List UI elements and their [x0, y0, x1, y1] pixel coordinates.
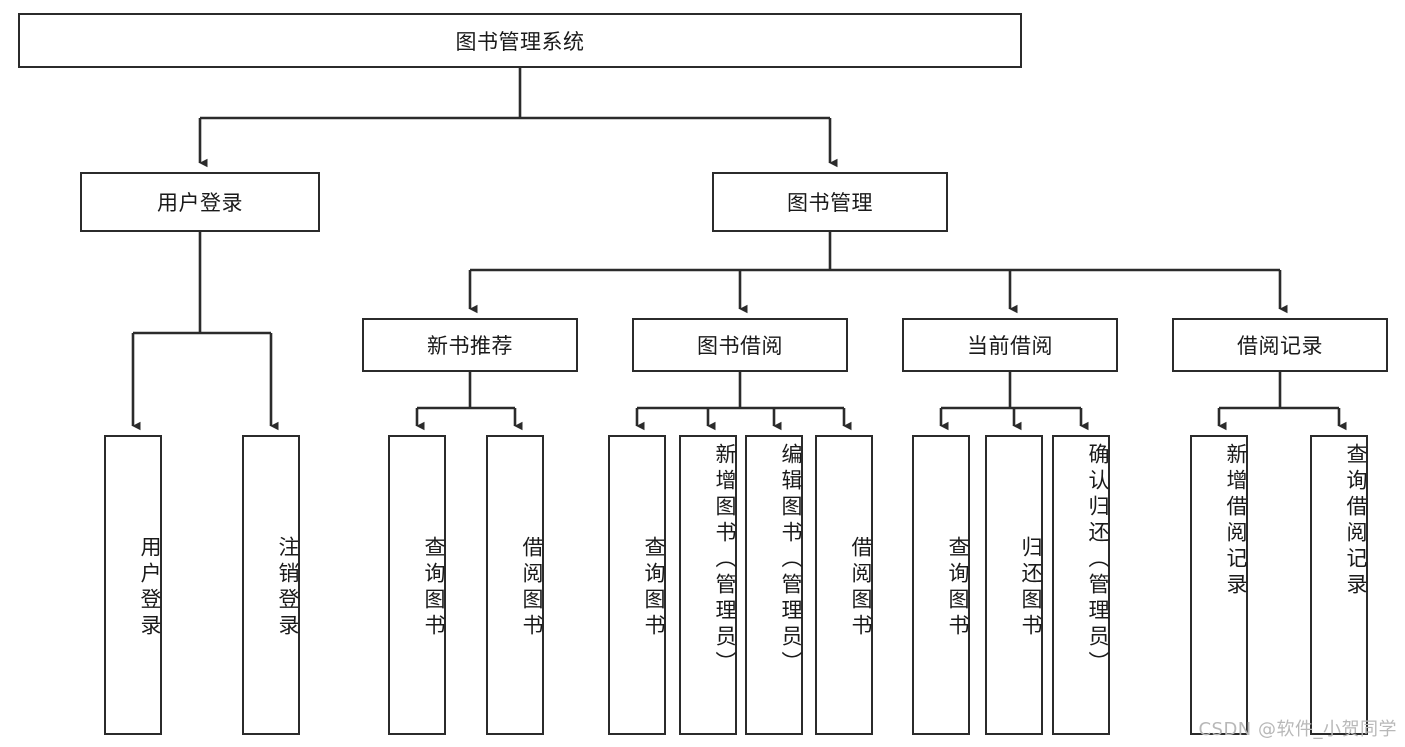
node-book-manage[interactable]: 图书管理 [712, 172, 948, 232]
node-borrow-record[interactable]: 借阅记录 [1172, 318, 1388, 372]
node-root[interactable]: 图书管理系统 [18, 13, 1022, 68]
node-current-borrow[interactable]: 当前借阅 [902, 318, 1118, 372]
edge-group [131, 68, 1347, 431]
node-label: 用户登录 [157, 191, 243, 215]
node-leaf-rec-query[interactable]: 查询图书 [388, 435, 446, 735]
node-label: 查询图书 [642, 536, 666, 640]
node-leaf-bor-edit[interactable]: 编辑图书（管理员） [745, 435, 803, 735]
node-leaf-cur-confirm[interactable]: 确认归还（管理员） [1052, 435, 1110, 735]
node-label: 用户登录 [138, 536, 162, 640]
node-leaf-rcd-add[interactable]: 新增借阅记录 [1190, 435, 1248, 735]
node-label: 借阅图书 [520, 536, 544, 640]
node-label: 确认归还（管理员） [1086, 443, 1110, 677]
node-label: 编辑图书（管理员） [779, 443, 803, 677]
node-label: 图书管理系统 [455, 29, 585, 54]
node-label: 借阅图书 [849, 536, 873, 640]
node-leaf-bor-lend[interactable]: 借阅图书 [815, 435, 873, 735]
node-leaf-cur-query[interactable]: 查询图书 [912, 435, 970, 735]
node-leaf-bor-add[interactable]: 新增图书（管理员） [679, 435, 737, 735]
node-leaf-user-logout[interactable]: 注销登录 [242, 435, 300, 735]
node-leaf-user-login[interactable]: 用户登录 [104, 435, 162, 735]
node-book-borrow[interactable]: 图书借阅 [632, 318, 848, 372]
node-leaf-bor-query[interactable]: 查询图书 [608, 435, 666, 735]
node-label: 新增图书（管理员） [713, 443, 737, 677]
node-label: 查询图书 [422, 536, 446, 640]
node-leaf-rec-borrow[interactable]: 借阅图书 [486, 435, 544, 735]
node-label: 查询图书 [946, 536, 970, 640]
node-leaf-cur-return[interactable]: 归还图书 [985, 435, 1043, 735]
node-label: 新书推荐 [427, 334, 513, 358]
node-label: 借阅记录 [1237, 334, 1323, 358]
node-label: 新增借阅记录 [1224, 443, 1248, 599]
node-label: 注销登录 [276, 536, 300, 640]
watermark: CSDN @软件_小贺同学 [1198, 719, 1397, 740]
node-user-login[interactable]: 用户登录 [80, 172, 320, 232]
node-leaf-rcd-query[interactable]: 查询借阅记录 [1310, 435, 1368, 735]
node-label: 当前借阅 [967, 334, 1053, 358]
node-new-book-rec[interactable]: 新书推荐 [362, 318, 578, 372]
node-label: 图书管理 [787, 191, 873, 215]
node-label: 归还图书 [1019, 536, 1043, 640]
node-label: 查询借阅记录 [1344, 443, 1368, 599]
node-label: 图书借阅 [697, 334, 783, 358]
